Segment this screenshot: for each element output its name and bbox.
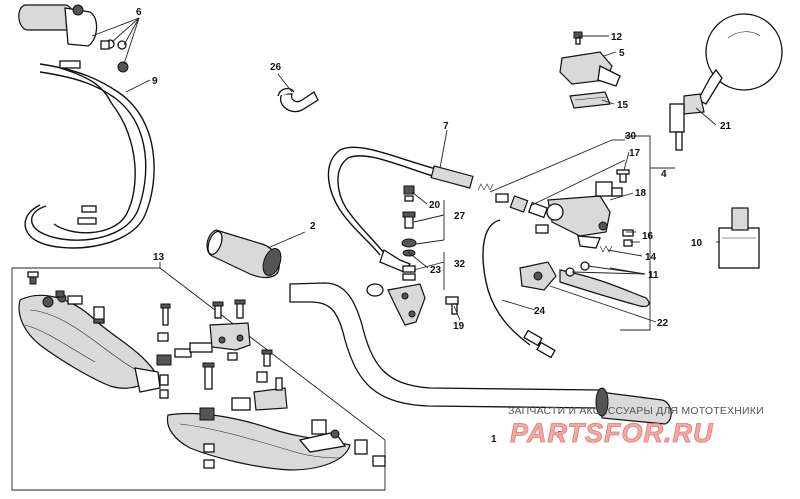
callout-labels: 6 9 26 7 2 13 12 5 15 30 17 4 18 16 14 1… bbox=[136, 7, 732, 445]
watermark-caption: ЗАПЧАСТИ И АКСЕССУАРЫ ДЛЯ МОТОТЕХНИКИ bbox=[508, 405, 764, 417]
brake-lever bbox=[519, 245, 650, 308]
switch-wire bbox=[482, 219, 556, 359]
callout-26: 26 bbox=[270, 62, 282, 73]
mirror bbox=[669, 13, 783, 151]
callout-22: 22 bbox=[657, 318, 669, 329]
callout-23: 23 bbox=[430, 265, 442, 276]
callout-7: 7 bbox=[443, 121, 449, 132]
callout-17: 17 bbox=[629, 148, 641, 159]
handguard-left bbox=[18, 293, 161, 393]
small-screws bbox=[573, 31, 634, 247]
throttle-cables bbox=[24, 60, 155, 249]
callout-5: 5 bbox=[619, 48, 625, 59]
callout-18: 18 bbox=[635, 188, 647, 199]
master-cylinder bbox=[546, 181, 623, 249]
callout-21: 21 bbox=[720, 121, 732, 132]
grip-left bbox=[206, 229, 282, 279]
pivot-hardware bbox=[366, 185, 459, 326]
callout-6: 6 bbox=[136, 7, 142, 18]
callout-15: 15 bbox=[617, 100, 629, 111]
callout-4: 4 bbox=[661, 169, 667, 180]
callout-2: 2 bbox=[310, 221, 316, 232]
handguard-right bbox=[166, 412, 351, 471]
watermark: ЗАПЧАСТИ И АКСЕССУАРЫ ДЛЯ МОТОТЕХНИКИ PA… bbox=[508, 405, 764, 448]
adjuster-parts bbox=[477, 183, 549, 234]
leader-lines bbox=[91, 17, 720, 331]
handlebar bbox=[289, 282, 601, 409]
brake-fluid-bottle bbox=[718, 207, 760, 269]
callout-11: 11 bbox=[648, 270, 659, 281]
callout-10: 10 bbox=[691, 238, 703, 249]
callout-1: 1 bbox=[491, 434, 497, 445]
callout-30: 30 bbox=[625, 131, 637, 142]
clutch-cable bbox=[327, 146, 474, 273]
callout-20: 20 bbox=[429, 200, 441, 211]
callout-14: 14 bbox=[645, 252, 657, 263]
callout-16: 16 bbox=[642, 231, 654, 242]
callout-27: 27 bbox=[454, 211, 466, 222]
callout-32: 32 bbox=[454, 259, 466, 270]
callout-9: 9 bbox=[152, 76, 158, 87]
throttle-grip-right bbox=[595, 387, 672, 425]
throttle-housing bbox=[18, 4, 129, 73]
callout-3: 3 bbox=[557, 430, 563, 441]
cable-clip bbox=[277, 87, 319, 113]
callout-12: 12 bbox=[611, 32, 623, 43]
callout-24: 24 bbox=[534, 306, 546, 317]
reservoir-cover bbox=[559, 51, 621, 109]
handguard-hardware bbox=[27, 271, 386, 469]
callout-19: 19 bbox=[453, 321, 465, 332]
watermark-logo: PARTSFOR.RU bbox=[510, 418, 714, 448]
callout-13: 13 bbox=[153, 252, 165, 263]
